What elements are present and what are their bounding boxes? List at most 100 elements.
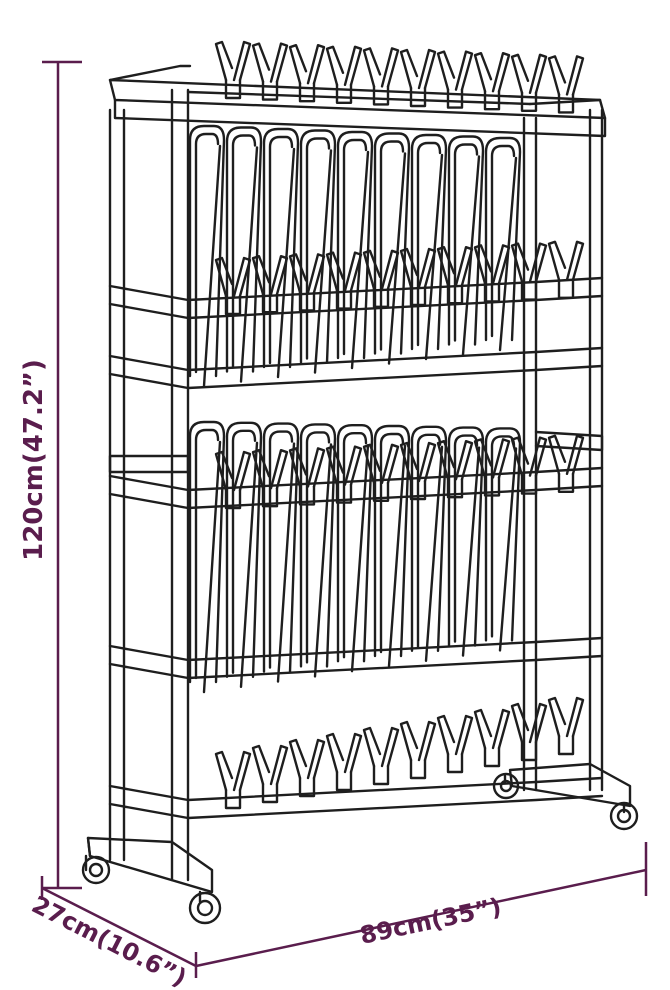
peg-stem xyxy=(520,740,538,762)
caster-wheel-back-left xyxy=(492,772,520,800)
peg-right-prong xyxy=(232,450,252,492)
peg-right-prong xyxy=(306,253,326,294)
boot-inner-edge xyxy=(342,432,368,659)
peg-left-prong xyxy=(325,251,345,292)
peg-right-prong xyxy=(380,726,400,768)
peg-stem xyxy=(335,770,353,792)
boot-fold-line xyxy=(202,144,222,388)
peg-upper-3 xyxy=(288,253,326,312)
peg-stem xyxy=(261,293,279,314)
peg-upper-2 xyxy=(251,255,289,314)
boot-lower-7 xyxy=(410,425,448,662)
peg-middle-3 xyxy=(288,447,326,506)
peg-stem xyxy=(409,758,427,780)
peg-left-prong xyxy=(251,255,271,296)
peg-left-prong xyxy=(399,441,419,483)
peg-bottom-5 xyxy=(362,726,400,786)
boot-inner-edge xyxy=(305,137,331,360)
peg-top-10 xyxy=(547,55,585,114)
peg-stem xyxy=(298,776,316,798)
peg-left-prong xyxy=(547,240,567,281)
peg-right-prong xyxy=(417,48,437,90)
rack-top-frame xyxy=(108,64,607,138)
peg-middle-8 xyxy=(473,438,511,497)
peg-top-6 xyxy=(399,48,437,108)
peg-top-3 xyxy=(288,44,326,103)
peg-stem xyxy=(372,481,390,502)
boot-fold-line xyxy=(202,440,222,694)
peg-middle-6 xyxy=(399,441,437,501)
boot-inner-edge xyxy=(231,134,257,369)
boot-upper-2 xyxy=(225,126,263,383)
peg-left-prong xyxy=(362,47,382,88)
caster-wheel-front-left xyxy=(81,854,111,885)
peg-stem xyxy=(483,90,501,111)
peg-stem xyxy=(483,282,501,303)
boot-row-lower xyxy=(188,420,522,694)
boot-upper-6 xyxy=(373,132,411,365)
peg-left-prong xyxy=(362,249,382,290)
peg-right-prong xyxy=(343,251,363,292)
peg-left-prong xyxy=(547,696,567,738)
peg-stem xyxy=(372,764,390,786)
boot-outline xyxy=(299,129,337,364)
peg-right-prong xyxy=(343,445,363,486)
peg-left-prong xyxy=(473,52,493,93)
peg-stem xyxy=(557,472,575,493)
peg-stem xyxy=(409,86,427,108)
boot-outline xyxy=(225,126,263,373)
shelf-rail-5 xyxy=(108,776,604,802)
boot-inner-edge xyxy=(453,143,479,342)
boot-fold-line xyxy=(461,446,481,657)
peg-right-prong xyxy=(306,447,326,488)
boot-fold-line xyxy=(313,443,333,678)
boot-upper-1 xyxy=(188,124,226,388)
peg-top-5 xyxy=(362,47,400,106)
boot-outline xyxy=(225,421,263,678)
peg-stem xyxy=(446,284,464,305)
peg-right-prong xyxy=(528,53,548,94)
boot-outline xyxy=(336,130,374,360)
peg-stem xyxy=(409,285,427,307)
peg-left-prong xyxy=(399,48,419,90)
boot-inner-edge xyxy=(416,141,442,347)
peg-right-prong xyxy=(232,256,252,298)
peg-upper-6 xyxy=(399,247,437,307)
peg-right-prong xyxy=(491,244,511,285)
boot-outline xyxy=(447,426,485,647)
peg-top-2 xyxy=(251,42,289,101)
peg-top-8 xyxy=(473,52,511,111)
peg-middle-5 xyxy=(362,443,400,502)
peg-left-prong xyxy=(214,750,234,792)
peg-left-prong xyxy=(214,450,234,492)
peg-stem xyxy=(372,287,390,308)
peg-left-prong xyxy=(436,246,456,287)
boot-fold-line xyxy=(239,441,259,688)
peg-stem xyxy=(261,80,279,101)
boot-fold-line xyxy=(387,444,407,668)
peg-row-bottom xyxy=(214,696,585,810)
peg-middle-10 xyxy=(547,434,585,493)
peg-right-prong xyxy=(343,45,363,86)
peg-right-prong xyxy=(491,438,511,479)
peg-left-prong xyxy=(510,242,530,283)
peg-left-prong xyxy=(473,708,493,750)
peg-right-prong xyxy=(528,436,548,477)
peg-stem xyxy=(520,280,538,301)
peg-right-prong xyxy=(454,714,474,756)
peg-left-prong xyxy=(399,247,419,289)
height-dimension-label: 120cm(47.2”) xyxy=(19,359,49,561)
peg-left-prong xyxy=(214,40,234,82)
boot-inner-edge xyxy=(379,140,405,351)
peg-left-prong xyxy=(251,744,271,786)
peg-stem xyxy=(557,734,575,756)
boot-inner-edge xyxy=(231,429,257,674)
boot-inner-edge xyxy=(194,428,220,680)
boot-inner-edge xyxy=(268,135,294,365)
peg-bottom-4 xyxy=(325,732,363,792)
shelf-rail-2 xyxy=(108,346,604,372)
peg-bottom-7 xyxy=(436,714,474,774)
peg-left-prong xyxy=(399,720,419,762)
boot-outline xyxy=(299,423,337,668)
